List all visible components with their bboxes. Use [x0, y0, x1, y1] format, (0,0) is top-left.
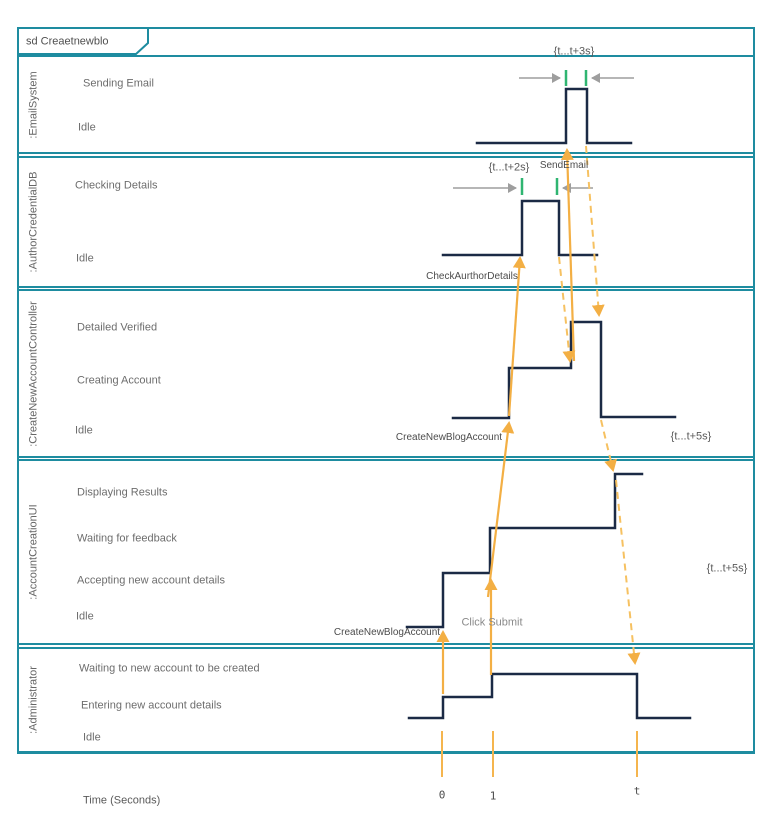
constraint-label-t2s: {t...t+2s} [488, 161, 530, 174]
reply-controller-ui [600, 419, 617, 472]
state-label-email-1: Idle [78, 121, 96, 134]
message-label-sendemail: SendEmail [539, 160, 589, 171]
frame-name-tab [17, 27, 149, 55]
time-tick-label-1: 1 [489, 789, 497, 803]
lifeline-label-ui: :AccountCreationUI [27, 504, 40, 600]
frame-title: sd Creaetnewblo [26, 35, 109, 48]
lifeline-label-admin: :Administrator [27, 666, 40, 734]
message-label-click-submit: Click Submit [461, 616, 523, 629]
lane-box-ui [17, 459, 755, 645]
constraint-label-t5s-controller: {t...t+5s} [670, 430, 712, 443]
lane-box-admin [17, 647, 755, 753]
message-label-createnewblogaccount-admin-ui: CreateNewBlogAccount [333, 627, 441, 638]
lane-box-db [17, 156, 755, 288]
lifeline-label-email: :EmailSystem [27, 70, 40, 139]
lane-box-email [17, 55, 755, 154]
message-label-checkaurthordetails: CheckAurthorDetails [426, 271, 518, 282]
waveform-admin [407, 672, 692, 720]
reply-db-controller [558, 256, 576, 363]
waveform-db [441, 199, 599, 257]
state-label-ui-2: Accepting new account details [77, 574, 225, 587]
state-label-ui-1: Waiting for feedback [77, 532, 177, 545]
reply-email-controller [585, 145, 605, 317]
message-arrow-sendemail [560, 148, 576, 362]
state-label-admin-1: Entering new account details [81, 699, 222, 712]
waveform-ui [405, 472, 644, 629]
state-label-db-1: Idle [76, 252, 94, 265]
state-label-email-0: Sending Email [83, 77, 154, 90]
waveform-email [475, 87, 633, 145]
state-label-db-0: Checking Details [75, 179, 158, 192]
message-arrow-checkaurthordetails [507, 256, 526, 417]
state-label-controller-1: Creating Account [77, 374, 161, 387]
lifeline-label-db: :AuthorCredentialDB [27, 171, 40, 273]
time-ticks [441, 731, 638, 777]
constraint-label-t5s-ui: {t...t+5s} [706, 562, 748, 575]
lifeline-lanes [17, 55, 755, 753]
lane-box-controller [17, 289, 755, 458]
message-arrow-createnewblogaccount-ui-controller [486, 421, 515, 598]
lifeline-label-controller: :CreateNewAccountController [27, 300, 40, 447]
state-label-admin-2: Idle [83, 731, 101, 744]
state-label-controller-0: Detailed Verified [77, 321, 158, 334]
state-label-admin-0: Waiting to new account to be created [79, 662, 260, 675]
time-tick-label-t: t [633, 784, 641, 798]
message-arrows [436, 148, 576, 694]
message-label-createnewblogaccount-ui-controller: CreateNewBlogAccount [395, 432, 503, 443]
time-tick-label-0: 0 [438, 788, 446, 802]
state-label-ui-0: Displaying Results [77, 486, 168, 499]
reply-ui-admin [615, 479, 641, 665]
state-label-ui-3: Idle [76, 610, 94, 623]
time-axis-label: Time (Seconds) [83, 794, 161, 807]
constraint-label-t3s: {t...t+3s} [553, 45, 595, 58]
state-label-controller-2: Idle [75, 424, 93, 437]
reply-arrows [558, 145, 641, 665]
